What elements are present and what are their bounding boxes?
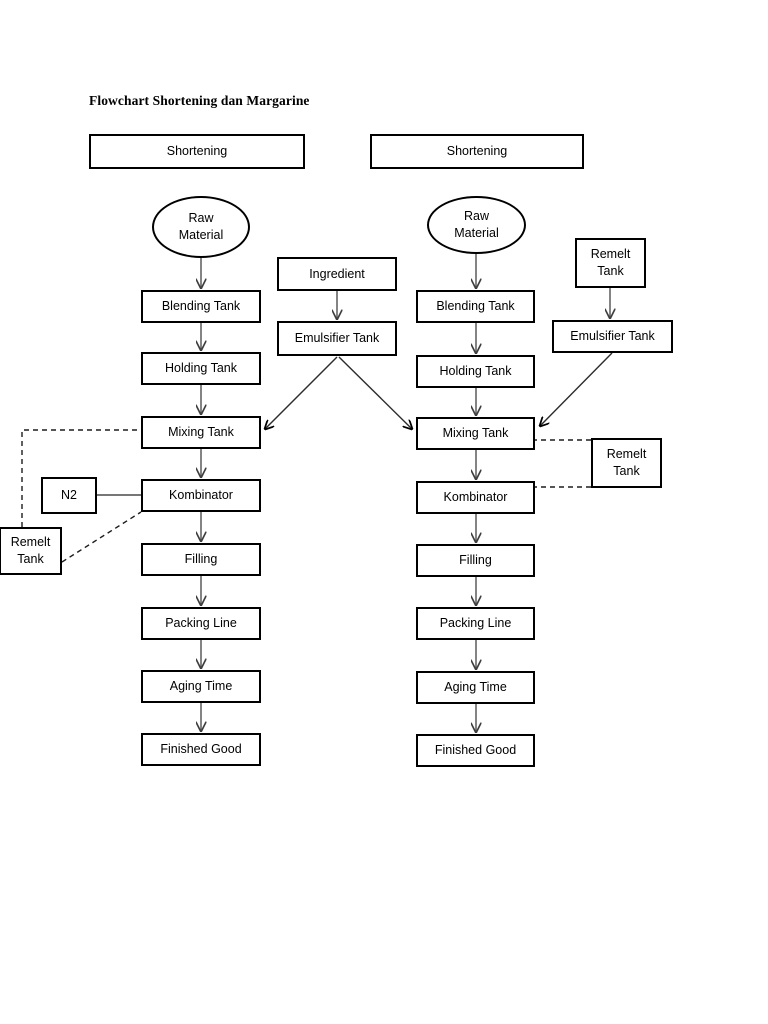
right-aging-time-label: Aging Time [444, 680, 507, 695]
edge-center-emulsifier-to-left-mixing [265, 356, 338, 429]
left-kombinator-node[interactable]: Kombinator [141, 479, 261, 512]
left-mixing-tank-label: Mixing Tank [168, 425, 234, 440]
left-holding-tank-node[interactable]: Holding Tank [141, 352, 261, 385]
right-aging-time-node[interactable]: Aging Time [416, 671, 535, 704]
center-emulsifier-tank-label: Emulsifier Tank [294, 331, 380, 346]
left-remelt-tank-node[interactable]: Remelt Tank [0, 527, 62, 575]
left-blending-tank-node[interactable]: Blending Tank [141, 290, 261, 323]
edge-center-emulsifier-to-right-mixing [338, 356, 412, 429]
right-finished-good-node[interactable]: Finished Good [416, 734, 535, 767]
right-remelt-tank-top-node[interactable]: Remelt Tank [575, 238, 646, 288]
right-holding-tank-label: Holding Tank [439, 364, 512, 379]
left-packing-line-node[interactable]: Packing Line [141, 607, 261, 640]
left-mixing-tank-node[interactable]: Mixing Tank [141, 416, 261, 449]
right-emulsifier-tank-label: Emulsifier Tank [570, 329, 655, 344]
left-header-shortening[interactable]: Shortening [89, 134, 305, 169]
center-ingredient-label: Ingredient [309, 266, 365, 281]
left-blending-tank-label: Blending Tank [161, 299, 241, 314]
right-packing-line-label: Packing Line [439, 616, 512, 631]
center-ingredient-node[interactable]: Ingredient [277, 257, 397, 291]
right-filling-node[interactable]: Filling [416, 544, 535, 577]
right-blending-tank-node[interactable]: Blending Tank [416, 290, 535, 323]
right-packing-line-node[interactable]: Packing Line [416, 607, 535, 640]
right-blending-tank-label: Blending Tank [436, 299, 515, 314]
right-remelt-tank-side-label: Remelt Tank [606, 447, 647, 478]
left-aging-time-node[interactable]: Aging Time [141, 670, 261, 703]
right-kombinator-label: Kombinator [443, 490, 508, 505]
left-remelt-tank-label: Remelt Tank [10, 535, 51, 566]
right-mixing-tank-label: Mixing Tank [442, 426, 509, 441]
right-remelt-tank-side-node[interactable]: Remelt Tank [591, 438, 662, 488]
center-emulsifier-tank-node[interactable]: Emulsifier Tank [277, 321, 397, 356]
right-filling-label: Filling [459, 553, 492, 568]
right-raw-material-node[interactable]: Raw Material [427, 196, 526, 254]
right-finished-good-label: Finished Good [434, 743, 517, 758]
right-holding-tank-node[interactable]: Holding Tank [416, 355, 535, 388]
left-n2-label: N2 [61, 488, 77, 503]
right-emulsifier-tank-node[interactable]: Emulsifier Tank [552, 320, 673, 353]
left-n2-node[interactable]: N2 [41, 477, 97, 514]
left-packing-line-label: Packing Line [165, 616, 237, 631]
left-raw-material-node[interactable]: Raw Material [152, 196, 250, 258]
edge-right-emulsifier-to-right-mixing [540, 352, 613, 426]
left-filling-node[interactable]: Filling [141, 543, 261, 576]
left-kombinator-label: Kombinator [169, 488, 233, 503]
left-aging-time-label: Aging Time [169, 679, 233, 694]
right-raw-material-label: Raw Material [454, 209, 499, 240]
left-header-shortening-label: Shortening [166, 144, 228, 159]
right-mixing-tank-node[interactable]: Mixing Tank [416, 417, 535, 450]
right-header-shortening[interactable]: Shortening [370, 134, 584, 169]
edge-left-remelt-to-left-kombinator [61, 511, 142, 563]
right-header-shortening-label: Shortening [446, 144, 508, 159]
left-holding-tank-label: Holding Tank [164, 361, 238, 376]
right-remelt-tank-top-label: Remelt Tank [590, 247, 631, 278]
right-kombinator-node[interactable]: Kombinator [416, 481, 535, 514]
page-title: Flowchart Shortening dan Margarine [89, 93, 310, 108]
left-finished-good-node[interactable]: Finished Good [141, 733, 261, 766]
left-raw-material-label: Raw Material [178, 211, 224, 242]
left-finished-good-label: Finished Good [160, 742, 242, 757]
left-filling-label: Filling [184, 552, 218, 567]
